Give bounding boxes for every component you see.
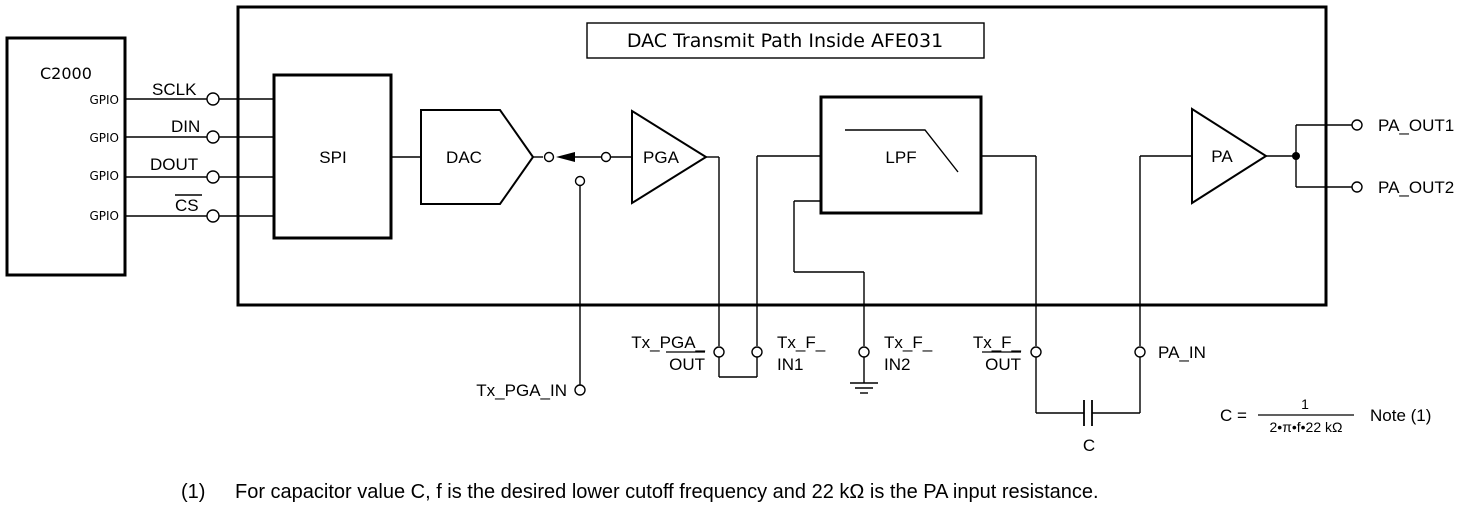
lpf-block (819, 95, 983, 215)
cs-label: CS (175, 196, 199, 215)
dac-block (420, 109, 535, 205)
pa-in-label: PA_IN (1158, 343, 1206, 362)
title-box (586, 22, 985, 59)
pa-label: PA (1211, 147, 1233, 166)
gpio-label-2: GPIO (89, 131, 119, 145)
pga-block (631, 109, 708, 205)
footnote-text: For capacitor value C, f is the desired … (235, 481, 1099, 503)
ground-symbol (850, 382, 878, 394)
formula-denominator: 2•π•f•22 kΩ (1270, 419, 1343, 435)
lpf-response-curve (845, 129, 959, 173)
gpio-label-3: GPIO (89, 169, 119, 183)
cs-pin (206, 209, 220, 223)
spi-label: SPI (319, 148, 346, 167)
din-label: DIN (171, 117, 200, 136)
tx-pga-in-label: Tx_PGA_IN (476, 381, 567, 400)
c2000-label: C2000 (40, 64, 92, 83)
pa-out1-label: PA_OUT1 (1378, 116, 1454, 135)
pa-out1-pin (1351, 119, 1363, 131)
gpio-label-4: GPIO (89, 209, 119, 223)
lpf-pa-routing (981, 155, 1192, 414)
footnote-number: (1) (181, 481, 205, 503)
tx-f-in1-label-2: IN1 (777, 355, 803, 374)
sclk-pin (206, 92, 220, 106)
pga-label: PGA (643, 148, 680, 167)
lpf-label: LPF (885, 148, 916, 167)
capacitor-symbol (1083, 400, 1093, 426)
pa-output-routing (1266, 124, 1352, 188)
pa-out2-label: PA_OUT2 (1378, 178, 1454, 197)
tx-f-in1-label-1: Tx_F_ (777, 333, 826, 352)
tx-f-in2-label-1: Tx_F_ (884, 333, 933, 352)
tx-pga-out-label-2: OUT (669, 355, 705, 374)
gpio-label-1: GPIO (89, 93, 119, 107)
pa-block (1191, 107, 1268, 205)
capacitor-label: C (1083, 436, 1095, 455)
pga-lpf-routing (706, 155, 821, 378)
formula-lhs: C = (1220, 406, 1247, 425)
formula-note: Note (1) (1370, 406, 1431, 425)
capacitor-formula: C = 1 2•π•f•22 kΩ Note (1) (1220, 396, 1431, 435)
afe031-enclosure (236, 5, 1328, 307)
dac-switch (533, 151, 632, 396)
tx-f-in2-label-2: IN2 (884, 355, 910, 374)
tx-f-out-label-1: Tx_F_ (973, 333, 1022, 352)
diagram-title: DAC Transmit Path Inside AFE031 (627, 30, 943, 52)
dout-label: DOUT (150, 155, 198, 174)
formula-numerator: 1 (1301, 396, 1309, 412)
tx-pga-out-label-1: Tx_PGA_ (631, 333, 705, 352)
spi-signal-lines (125, 98, 274, 217)
dout-pin (206, 170, 220, 184)
dac-label: DAC (446, 148, 482, 167)
sclk-label: SCLK (152, 80, 197, 99)
c2000-block (5, 36, 127, 277)
tx-f-in2-routing (793, 200, 870, 383)
din-pin (206, 130, 220, 144)
tx-f-out-label-2: OUT (985, 355, 1021, 374)
pa-out2-pin (1351, 181, 1363, 193)
